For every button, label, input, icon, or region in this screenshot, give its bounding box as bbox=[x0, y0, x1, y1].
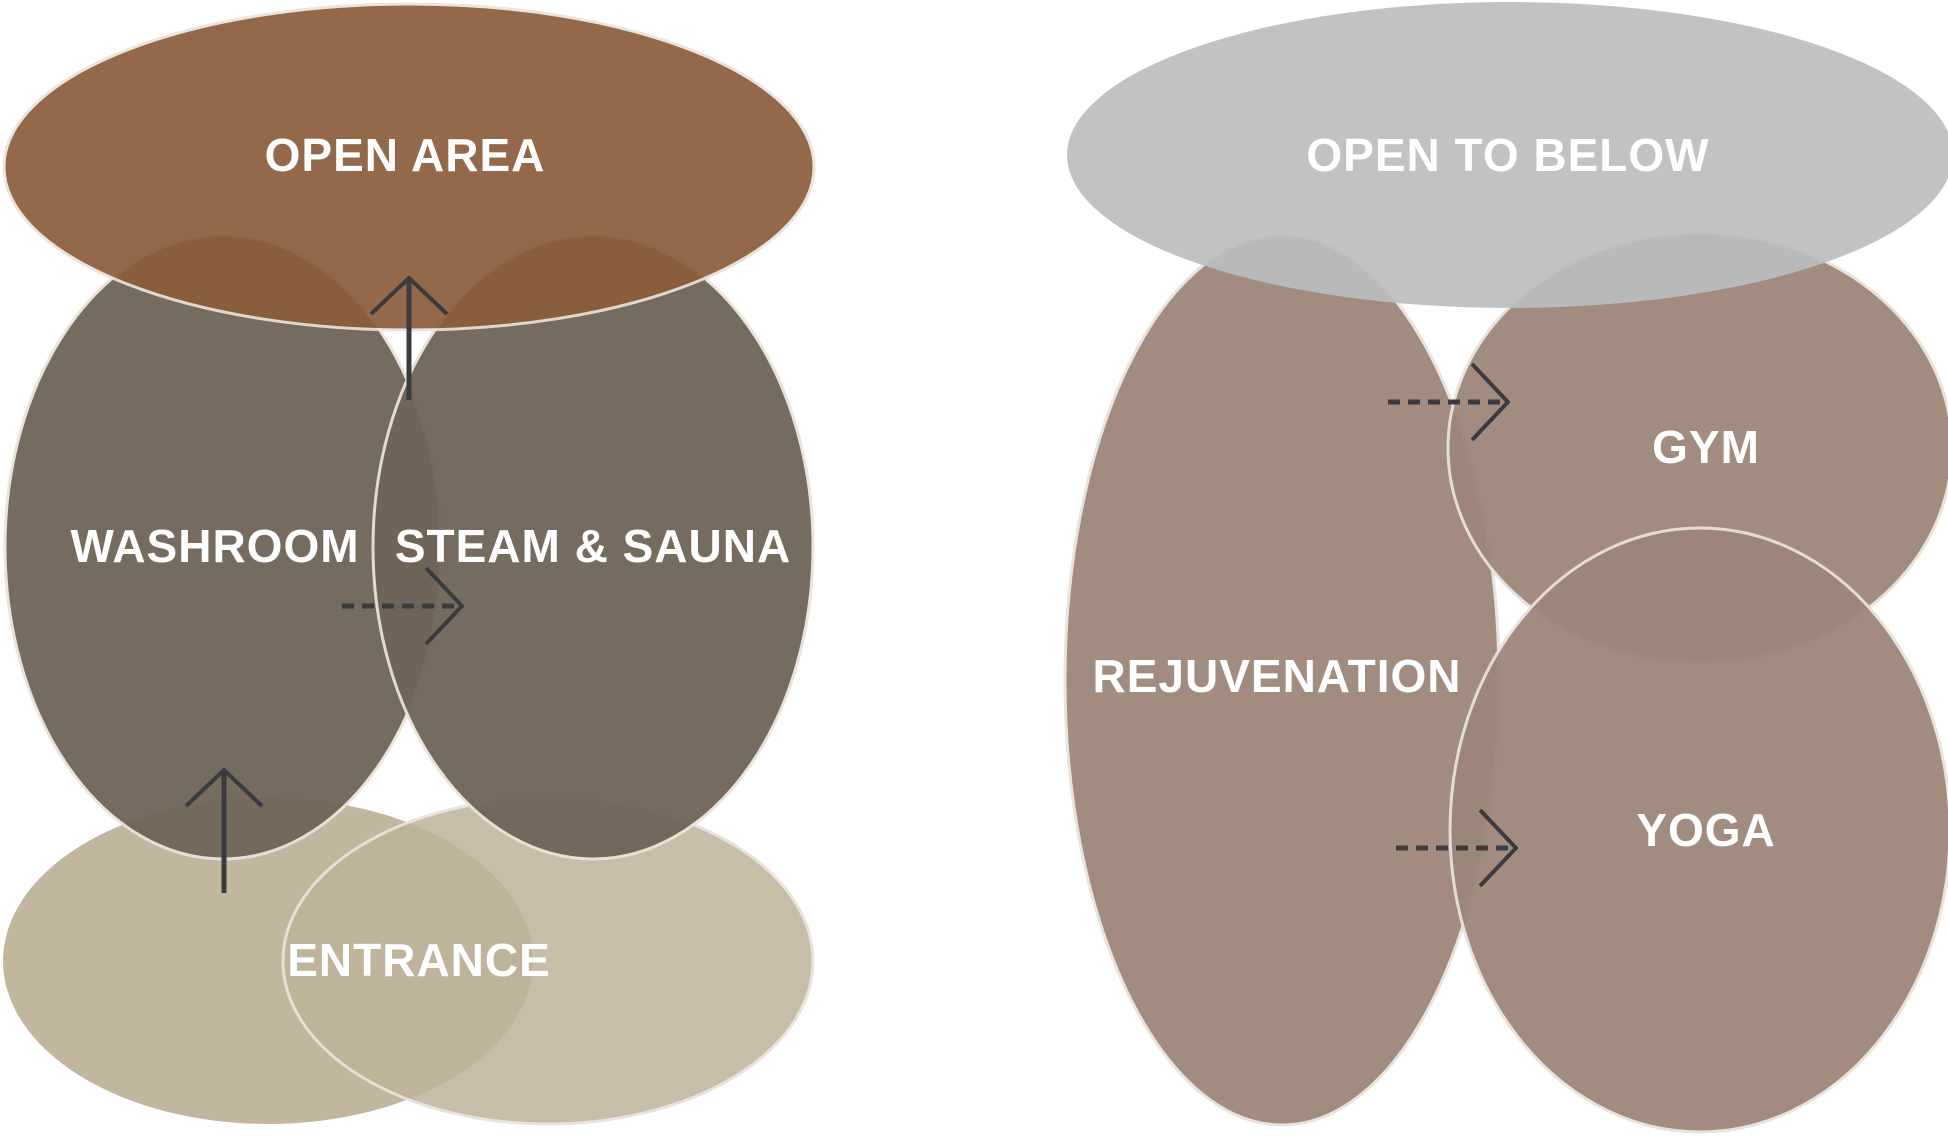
washroom-label: WASHROOM bbox=[70, 520, 359, 572]
yoga-label: YOGA bbox=[1636, 804, 1775, 856]
gym-label: GYM bbox=[1652, 421, 1760, 473]
left-diagram: OPEN AREA WASHROOM STEAM & SAUNA ENTRANC… bbox=[2, 2, 816, 1126]
rejuvenation-label: REJUVENATION bbox=[1093, 650, 1462, 702]
right-diagram: OPEN TO BELOW REJUVENATION GYM YOGA bbox=[1063, 2, 1948, 1134]
entrance-label: ENTRANCE bbox=[287, 934, 551, 986]
open-to-below-bubble bbox=[1067, 2, 1948, 308]
open-area-label: OPEN AREA bbox=[265, 129, 546, 181]
steam-sauna-label: STEAM & SAUNA bbox=[395, 520, 791, 572]
yoga-bubble bbox=[1448, 526, 1948, 1134]
open-to-below-label: OPEN TO BELOW bbox=[1306, 129, 1709, 181]
